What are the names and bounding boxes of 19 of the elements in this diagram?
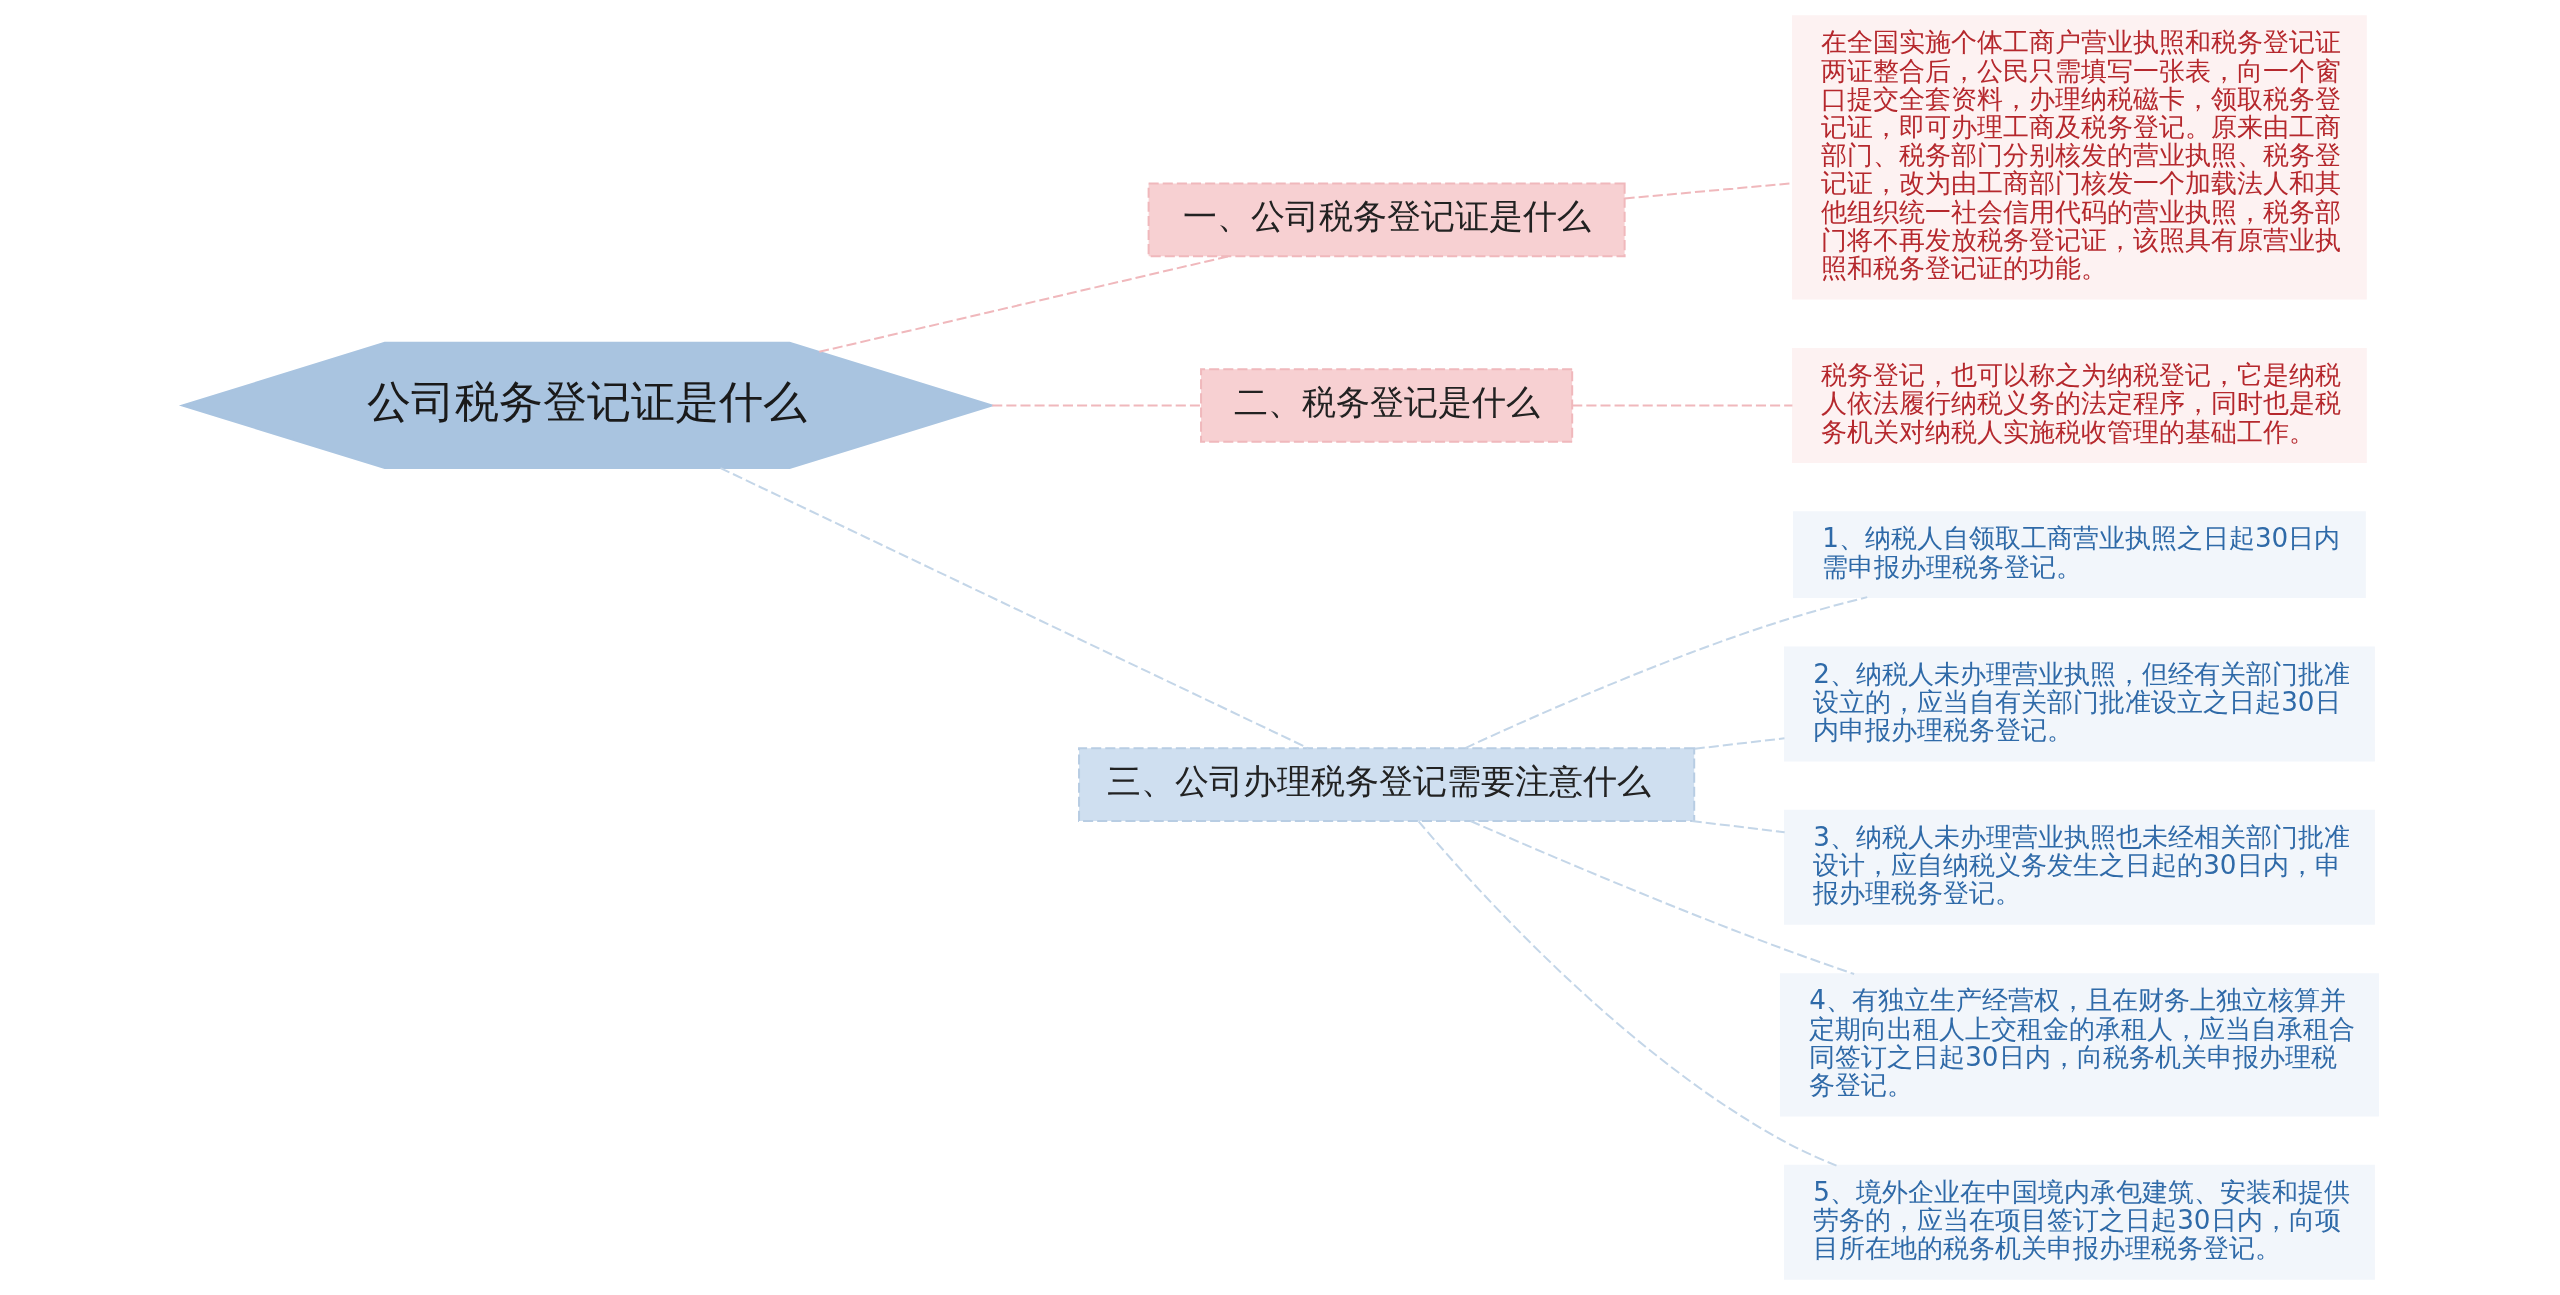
node-box: 1、纳税人自领取工商营业执照之日起30日内需申报办理税务登记。: [1793, 511, 2366, 599]
connector: [1694, 737, 1785, 750]
connector: [1470, 820, 1855, 975]
connector: [1464, 596, 1868, 749]
connector: [819, 255, 1229, 353]
node-box: 税务登记，也可以称之为纳税登记，它是纳税人依法履行纳税义务的法定程序，同时也是税务机关对纳税人实施税收管理的基础工作。: [1792, 348, 2367, 463]
connector: [1624, 182, 1793, 200]
connector: [720, 467, 1309, 750]
node-box: 4、有独立生产经营权，且在财务上独立核算并定期向出租人上交租金的承租人，应当自承租合同签订之日起30日内，向税务机关申报办理税务登记。: [1779, 973, 2379, 1117]
node-box: 2、纳税人未办理营业执照，但经有关部门批准设立的，应当自有关部门批准设立之日起30日内申报办理税务登记。: [1783, 646, 2375, 762]
connector: [992, 404, 1201, 407]
connector: [1691, 820, 1785, 834]
node-box: 一、公司税务登记证是什么: [1147, 182, 1626, 258]
node-box: 3、纳税人未办理营业执照也未经相关部门批准设计，应自纳税义务发生之日起的30日内，申报办理税务登记。: [1783, 809, 2375, 925]
connector: [1417, 820, 1837, 1167]
node-box: 5、境外企业在中国境内承包建筑、安装和提供劳务的，应当在项目签订之日起30日内，向项目所在地的税务机关申报办理税务登记。: [1783, 1164, 2375, 1280]
connector: [1572, 404, 1793, 407]
node-box: 三、公司办理税务登记需要注意什么: [1078, 747, 1696, 822]
node-box: 二、税务登记是什么: [1200, 368, 1574, 443]
